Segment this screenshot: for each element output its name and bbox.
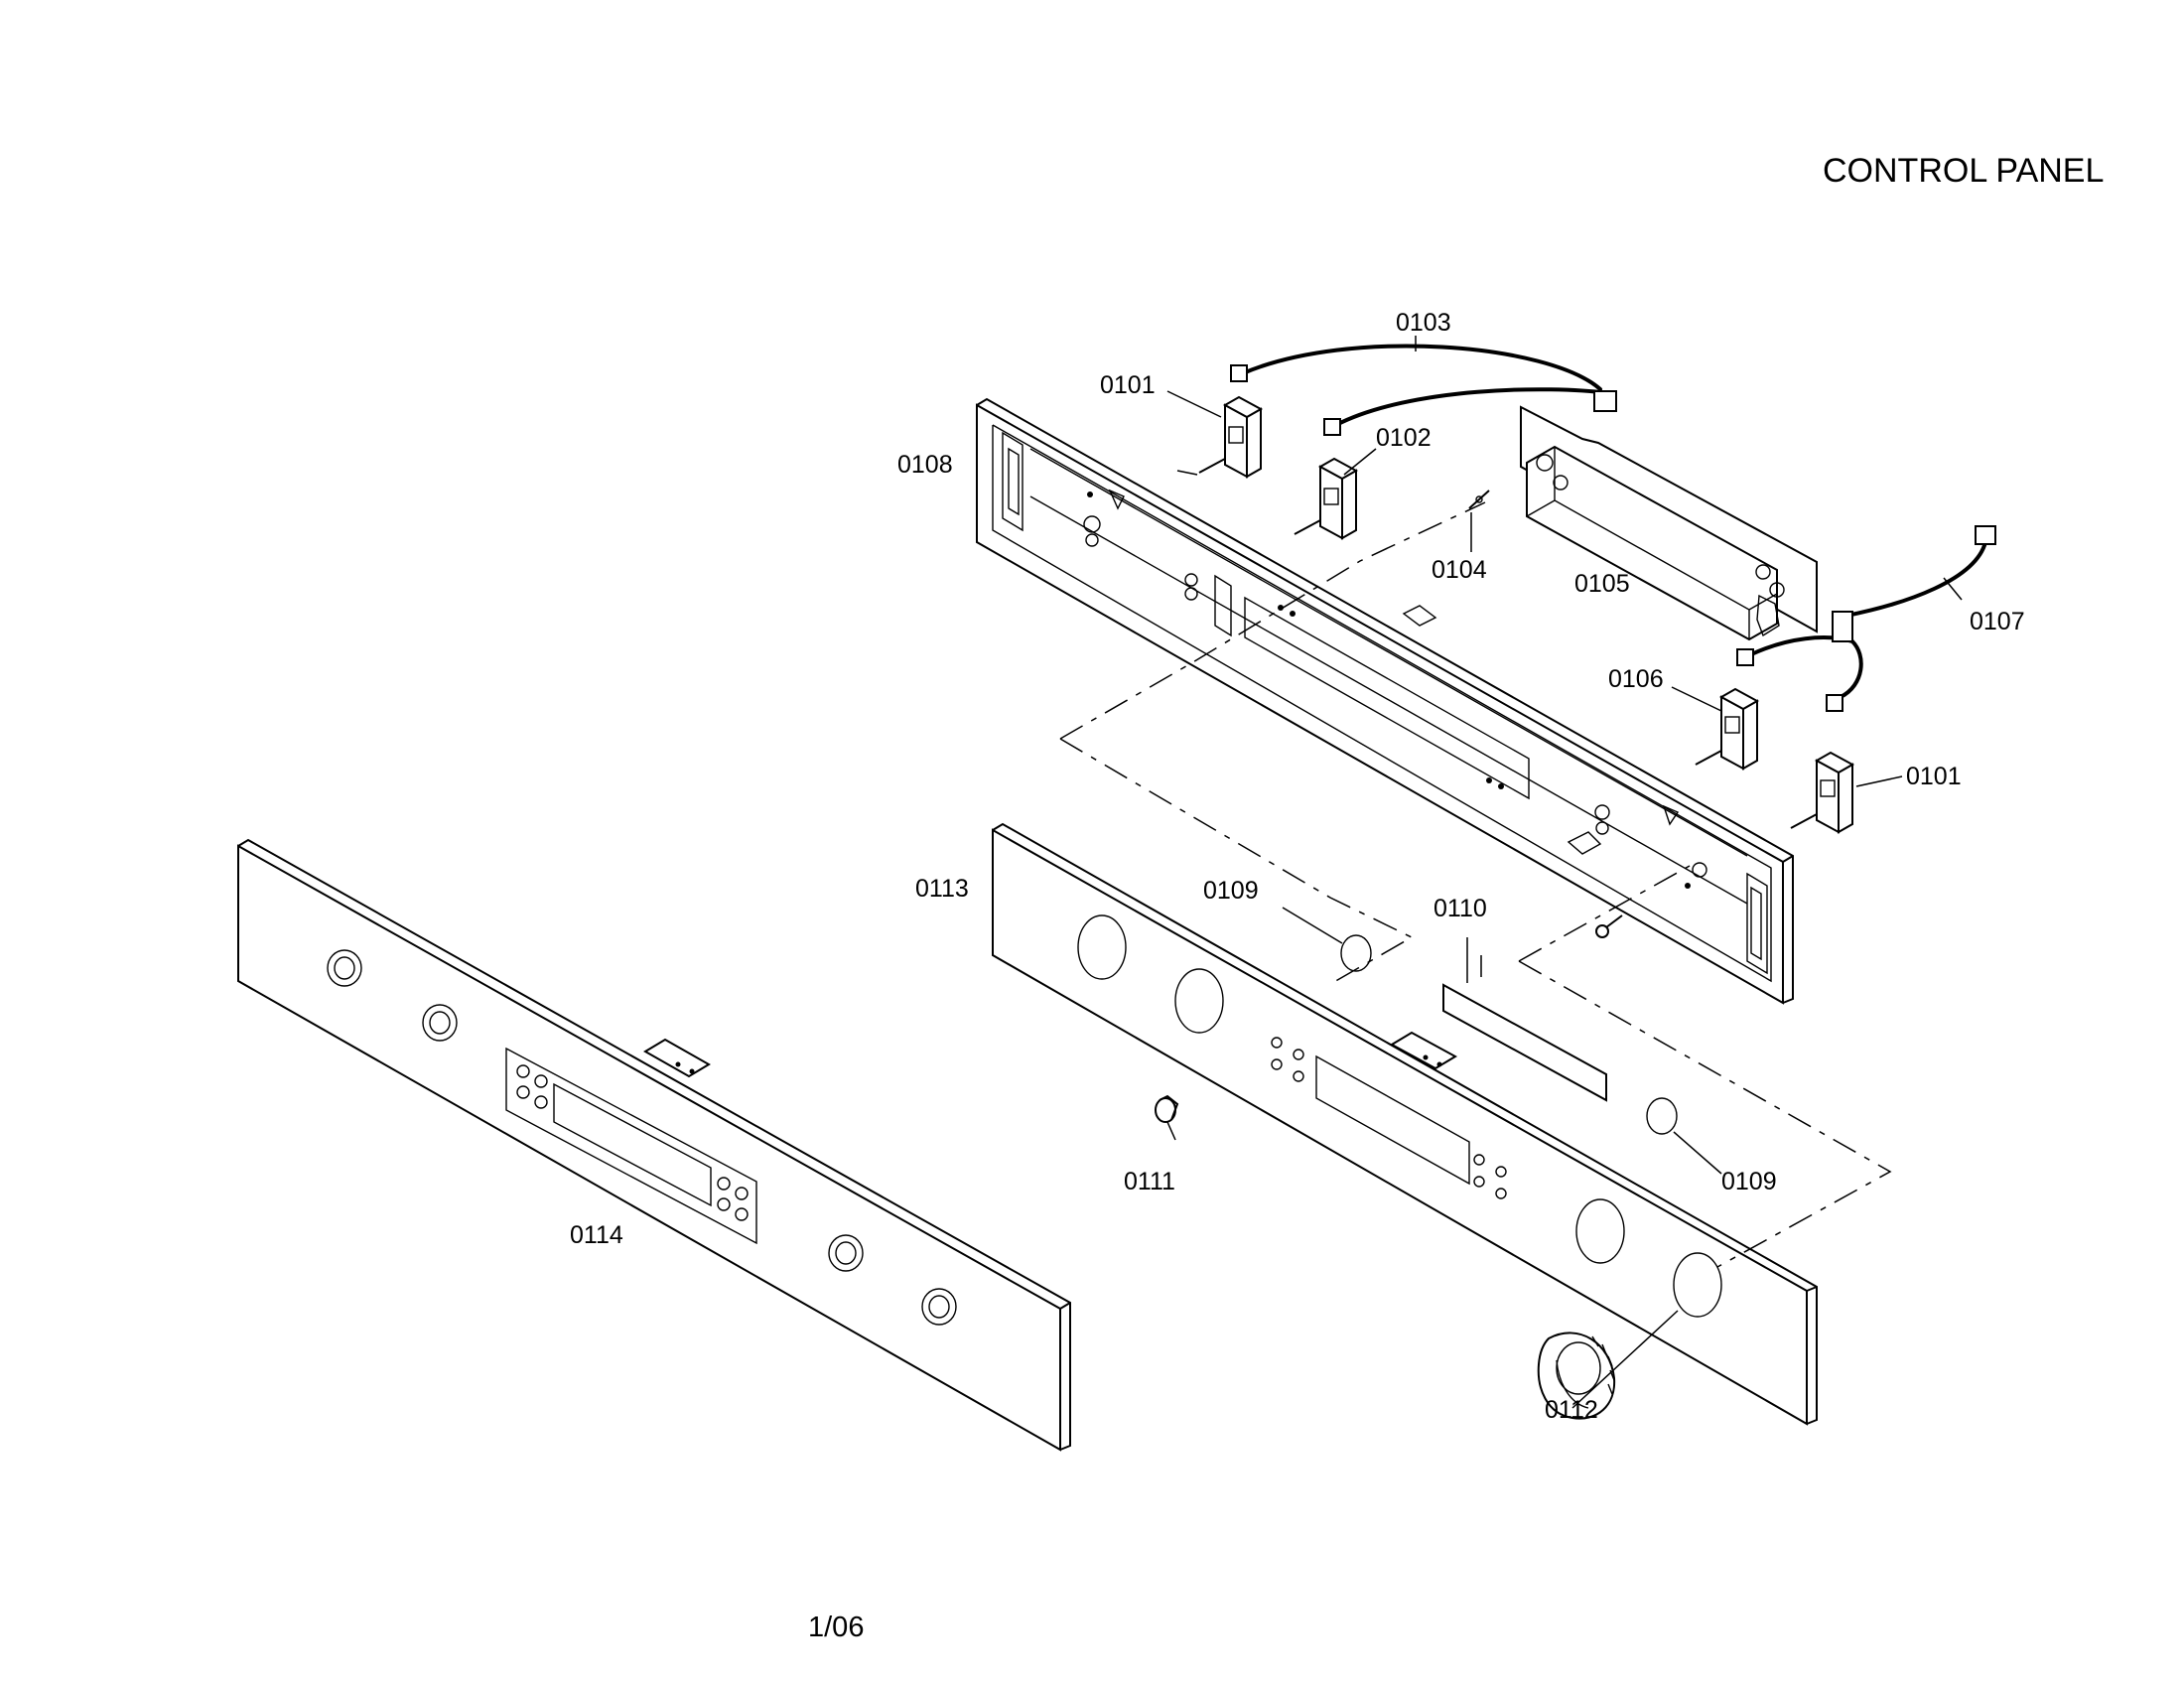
part-0105-electronics-module bbox=[1520, 405, 1818, 641]
knob-hole bbox=[1673, 1252, 1722, 1318]
mounting-tab bbox=[643, 1038, 711, 1078]
part-0114-front-fascia bbox=[237, 838, 1071, 1452]
label-0114: 0114 bbox=[570, 1221, 623, 1249]
label-0104: 0104 bbox=[1432, 556, 1487, 584]
hole-cover bbox=[1340, 934, 1372, 972]
part-0111-push-button bbox=[1155, 1094, 1179, 1123]
diagram-title: CONTROL PANEL bbox=[1823, 152, 2104, 190]
assembly-lines bbox=[1059, 501, 1892, 1268]
knob-hole bbox=[1174, 968, 1224, 1034]
label-0105: 0105 bbox=[1574, 570, 1630, 598]
label-0102: 0102 bbox=[1376, 424, 1432, 452]
connector bbox=[1593, 390, 1617, 412]
knob-hole bbox=[1575, 1198, 1625, 1264]
part-0107-wire-harness bbox=[1736, 525, 1996, 712]
part-0108-housing-frame bbox=[976, 397, 1794, 1005]
part-0102-switch bbox=[1294, 457, 1359, 540]
part-0101-switch-top bbox=[1198, 395, 1264, 479]
part-0106-switch bbox=[1695, 687, 1760, 771]
knob-bushing bbox=[921, 1288, 957, 1326]
label-0103: 0103 bbox=[1396, 309, 1451, 337]
connector bbox=[1736, 648, 1754, 666]
label-0112: 0112 bbox=[1545, 1396, 1598, 1424]
label-0109-right: 0109 bbox=[1721, 1168, 1777, 1195]
label-0110: 0110 bbox=[1433, 895, 1487, 922]
screw bbox=[1595, 914, 1623, 938]
hole-cover bbox=[1646, 1097, 1678, 1135]
label-0111: 0111 bbox=[1124, 1168, 1175, 1195]
label-0101-right: 0101 bbox=[1906, 763, 1962, 790]
part-0104-shaft bbox=[1468, 490, 1490, 509]
knob-hole bbox=[1077, 914, 1127, 980]
display-opening bbox=[1315, 1054, 1470, 1186]
connector bbox=[1230, 364, 1248, 382]
label-0101-top: 0101 bbox=[1100, 371, 1156, 399]
label-0107: 0107 bbox=[1970, 608, 2025, 635]
part-0112-control-knob bbox=[1537, 1332, 1616, 1420]
connector bbox=[1323, 418, 1341, 436]
part-labels: 0103 0101 0102 0108 0104 0105 0107 0106 … bbox=[570, 309, 2025, 1424]
label-0106: 0106 bbox=[1608, 665, 1664, 693]
connector bbox=[1826, 694, 1843, 712]
part-0110-display-gasket bbox=[1442, 983, 1607, 1102]
knob-bushing bbox=[422, 1004, 458, 1042]
leader-lines bbox=[1166, 336, 1963, 1409]
mounting-tab bbox=[1389, 1031, 1458, 1070]
display-window bbox=[505, 1047, 757, 1245]
knob-bushing bbox=[327, 949, 362, 987]
part-0113-control-plate bbox=[992, 822, 1818, 1426]
button-holes bbox=[1271, 1037, 1507, 1199]
part-0103-wire-harness bbox=[1230, 344, 1617, 436]
label-0108: 0108 bbox=[897, 451, 953, 479]
connector bbox=[1975, 525, 1996, 545]
connector bbox=[1832, 611, 1853, 642]
label-0113: 0113 bbox=[915, 875, 969, 903]
part-0101-switch-right bbox=[1790, 751, 1855, 834]
page-number: 1/06 bbox=[808, 1612, 864, 1643]
label-0109-left: 0109 bbox=[1203, 877, 1259, 905]
knob-bushing bbox=[828, 1234, 864, 1272]
